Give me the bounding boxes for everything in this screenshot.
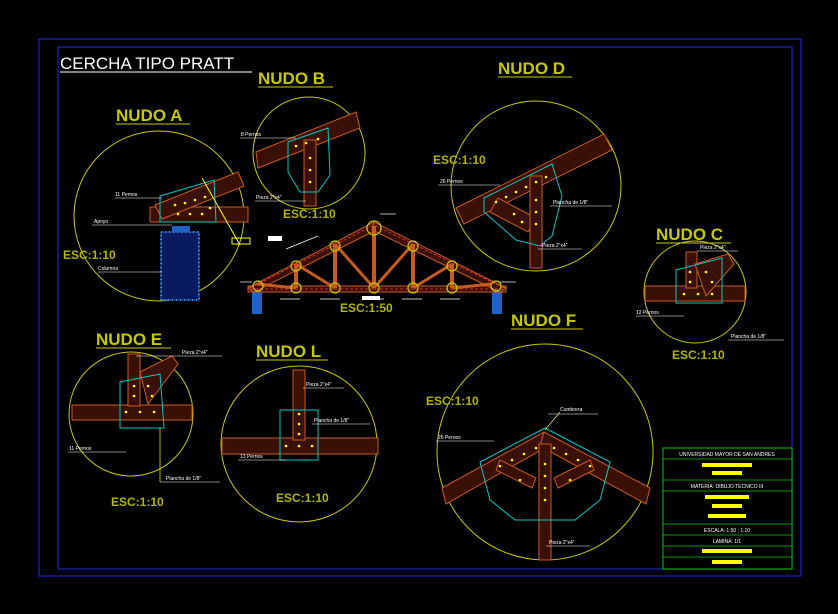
nudo-b-title: NUDO B <box>258 69 325 88</box>
nudo-e-scale: ESC:1:10 <box>111 495 164 509</box>
nudo-a-scale: ESC:1:10 <box>63 248 116 262</box>
nudo-b-plate <box>287 127 331 193</box>
title-block: UNIVERSIDAD MAYOR DE SAN ANDRES MATERIA:… <box>662 447 793 570</box>
title-block-bar-3 <box>705 495 749 499</box>
nudo-a-leader <box>201 177 241 246</box>
nudo-l-scale: ESC:1:10 <box>276 491 329 505</box>
nudo-d-scale: ESC:1:10 <box>433 153 486 167</box>
nudo-a-note-1: 11 Pernos <box>115 192 138 198</box>
detail-nudo-a: NUDO A 11 Pernos Apoyo Columna ESC:1:10 <box>63 106 251 302</box>
nudo-c-note-1: Pieza 2"x4" <box>700 245 726 251</box>
inner-frame <box>57 46 793 570</box>
nudo-l-note-2: Plancha de 1/8" <box>314 418 349 424</box>
nudo-e-diagonal <box>139 355 179 406</box>
nudo-a-note-2: Apoyo <box>94 219 108 225</box>
nudo-e-title: NUDO E <box>96 330 162 349</box>
nudo-f-rafter-left <box>441 431 549 505</box>
nudo-b-circle <box>252 96 366 210</box>
nudo-d-note-3: Pieza 2"x4" <box>542 243 568 249</box>
detail-nudo-d: NUDO D 26 Pernos Plancha de 1/8" Pieza 2… <box>433 59 622 272</box>
title-block-subject: MATERIA: DIBUJO TECNICO III <box>691 484 763 490</box>
nudo-c-plate <box>675 257 723 304</box>
nudo-e-note-3: Plancha de 1/8" <box>166 476 201 482</box>
nudo-a-title: NUDO A <box>116 106 182 125</box>
nudo-a-plate <box>159 179 217 223</box>
nudo-f-diagonal-left <box>495 459 537 489</box>
nudo-a-column <box>160 231 200 301</box>
nudo-c-scale: ESC:1:10 <box>672 348 725 362</box>
nudo-l-note-1: Pieza 2"x4" <box>306 382 332 388</box>
detail-nudo-f: NUDO F Cumbrera 26 Pernos Pieza 2"x4" ES… <box>426 311 654 561</box>
nudo-f-ridge-leader <box>544 411 561 431</box>
nudo-b-note-1: 8 Pernos <box>241 132 262 138</box>
title-block-university: UNIVERSIDAD MAYOR DE SAN ANDRES <box>679 452 775 458</box>
detail-nudo-l: NUDO L Pieza 2"x4" Plancha de 1/8" 13 Pe… <box>220 342 379 523</box>
nudo-c-title: NUDO C <box>656 225 723 244</box>
nudo-f-diagonal-right <box>553 459 595 489</box>
nudo-l-post <box>292 369 306 441</box>
nudo-f-title: NUDO F <box>511 311 576 330</box>
nudo-e-bottom-chord <box>71 404 193 421</box>
drawing-title: CERCHA TIPO PRATT <box>60 54 234 73</box>
nudo-f-scale: ESC:1:10 <box>426 394 479 408</box>
nudo-f-rafter-right <box>539 431 651 505</box>
nudo-d-circle <box>450 100 622 272</box>
nudo-l-title: NUDO L <box>256 342 321 361</box>
title-block-bar-1 <box>702 463 752 467</box>
title-block-scale: ESCALA: 1:50 ; 1:10 <box>704 528 750 534</box>
nudo-f-king-post <box>538 443 552 561</box>
outer-frame <box>38 38 802 577</box>
title-block-bar-2 <box>712 471 742 475</box>
title-block-bar-7 <box>712 560 742 564</box>
nudo-d-title: NUDO D <box>498 59 565 78</box>
nudo-d-diagonal <box>489 197 537 233</box>
nudo-e-note-1: Pieza 2"x4" <box>182 350 208 356</box>
nudo-f-note-1: Cumbrera <box>560 407 582 413</box>
title-block-frame <box>662 447 793 570</box>
truss-top-chord-left <box>247 221 377 293</box>
nudo-c-post <box>685 251 698 289</box>
title-block-bar-5 <box>708 514 746 518</box>
nudo-c-diagonal <box>694 253 735 297</box>
nudo-c-note-3: Plancha de 1/8" <box>731 334 766 340</box>
nudo-a-support <box>172 226 190 232</box>
nudo-a-column-hatch <box>160 231 200 301</box>
truss-support-right <box>492 290 502 314</box>
nudo-b-post <box>303 139 317 207</box>
truss-top-chord-right <box>371 221 507 293</box>
pratt-truss: ESC:1:50 <box>240 213 516 315</box>
title-block-bar-6 <box>702 549 752 553</box>
nudo-d-note-2: Plancha de 1/8" <box>553 200 588 206</box>
nudo-d-note-1: 26 Pernos <box>440 179 463 185</box>
truss-support-left <box>252 290 262 314</box>
nudo-l-plate <box>279 409 319 461</box>
nudo-e-plate <box>119 373 165 429</box>
nudo-b-scale: ESC:1:10 <box>283 207 336 221</box>
truss-scale: ESC:1:50 <box>340 301 393 315</box>
nudo-a-tag <box>231 237 251 245</box>
nudo-d-plate <box>483 163 563 247</box>
nudo-b-note-2: Pieza 2"x4" <box>256 195 282 201</box>
detail-nudo-e: NUDO E Pieza 2"x4" 11 Pernos Plancha de … <box>68 330 222 509</box>
nudo-a-note-3: Columna <box>98 266 118 272</box>
truss-tag-left <box>268 236 282 241</box>
nudo-f-note-2: 26 Pernos <box>438 435 461 441</box>
nudo-c-note-2: 12 Pernos <box>636 310 659 316</box>
nudo-d-post <box>529 175 543 269</box>
nudo-e-note-2: 11 Pernos <box>69 446 92 452</box>
nudo-f-note-3: Pieza 2"x4" <box>549 540 575 546</box>
detail-nudo-b: NUDO B 8 Pernos Pieza 2"x4" ESC:1:10 <box>240 69 366 221</box>
title-block-sheet: LAMINA: 1/1 <box>713 539 742 545</box>
nudo-c-circle <box>643 240 747 344</box>
title-block-bar-4 <box>712 504 742 508</box>
nudo-f-plate <box>479 427 611 521</box>
truss-tag-center <box>362 296 380 300</box>
detail-nudo-c: NUDO C Pieza 2"x4" 12 Pernos Plancha de … <box>636 225 784 362</box>
nudo-l-note-3: 13 Pernos <box>240 454 263 460</box>
nudo-e-circle <box>68 351 194 477</box>
